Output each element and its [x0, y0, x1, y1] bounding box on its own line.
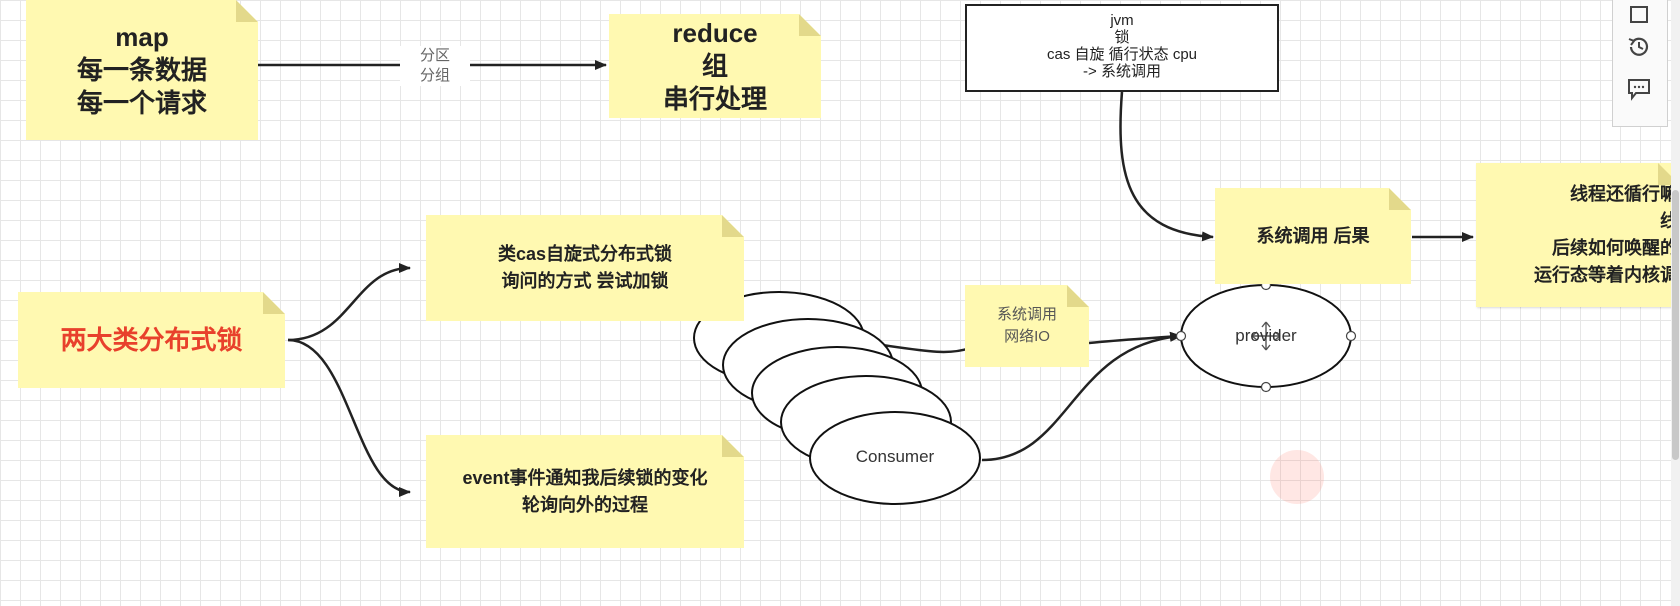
edge-consumer-provider [981, 331, 1182, 462]
edge-two-cas [287, 263, 411, 342]
note-event-line2: 轮询向外的过程 [522, 494, 648, 515]
note-cas-style[interactable]: 类cas自旋式分布式锁 询问的方式 尝试加锁 [426, 215, 744, 321]
selection-handle-bottom [1260, 381, 1272, 393]
edge-label-partition: 分区 分组 [400, 46, 470, 86]
consumer-label: Consumer [855, 447, 935, 466]
edge-consumer-stack-provider [881, 343, 971, 354]
note-map-line1: map [115, 21, 169, 52]
scrollbar-thumb[interactable] [1672, 190, 1679, 460]
note-reduce-line1: reduce [672, 17, 758, 48]
note-syscall-io-line1: 系统调用 [996, 306, 1057, 323]
note-syscall-io-line2: 网络IO [1004, 328, 1050, 345]
note-reduce[interactable]: reduce 组 串行处理 [609, 14, 821, 118]
edge-label-line1: 分区 [419, 47, 450, 64]
jvm-line2: 锁 [1114, 29, 1130, 46]
note-cas-line1: 类cas自旋式分布式锁 [497, 244, 673, 264]
note-reduce-line2: 组 [701, 50, 728, 81]
note-cas-line2: 询问的方式 尝试加锁 [501, 271, 669, 291]
edge-jvm-syscall [1119, 91, 1214, 242]
note-reduce-line3: 串行处理 [662, 83, 767, 114]
note-thread-line3: 后续如何唤醒的 [1552, 238, 1678, 258]
note-syscall-result[interactable]: 系统调用 后果 [1215, 188, 1411, 284]
right-toolbar [1612, 0, 1668, 127]
consumer-ellipse-5 [809, 411, 981, 505]
note-map-line2: 每一条数据 [76, 54, 207, 85]
history-icon[interactable] [1623, 31, 1655, 63]
note-event-line1: event事件通知我后续锁的变化 [462, 467, 708, 488]
note-map[interactable]: map 每一条数据 每一个请求 [26, 0, 258, 140]
jvm-box-text: jvm 锁 cas 自旋 循行状态 cpu -> 系统调用 [967, 12, 1277, 80]
jvm-line3: cas 自旋 循行状态 cpu [1046, 46, 1198, 63]
jvm-box[interactable]: jvm 锁 cas 自旋 循行状态 cpu -> 系统调用 [965, 4, 1279, 92]
note-syscall-result-text: 系统调用 后果 [1256, 225, 1370, 246]
note-thread[interactable]: 线程还循行嘛 线 后续如何唤醒的 运行态等着内核调 [1476, 163, 1680, 307]
cursor-highlight [1270, 450, 1324, 504]
note-two-types-text: 两大类分布式锁 [60, 324, 243, 355]
note-two-types[interactable]: 两大类分布式锁 [18, 292, 285, 388]
comment-icon[interactable] [1623, 73, 1655, 105]
jvm-line1: jvm [1110, 12, 1134, 29]
edge-two-event [287, 338, 411, 497]
note-thread-line1: 线程还循行嘛 [1570, 184, 1678, 204]
note-syscall-io[interactable]: 系统调用 网络IO [965, 285, 1089, 367]
jvm-line4: -> 系统调用 [1083, 63, 1161, 80]
selection-handle-left [1175, 330, 1187, 342]
note-thread-line4: 运行态等着内核调 [1534, 265, 1678, 285]
provider-label: provider [1235, 326, 1297, 345]
edge-label-line2: 分组 [419, 67, 450, 84]
selection-handle-right [1345, 330, 1357, 342]
note-map-line3: 每一个请求 [76, 87, 207, 118]
square-icon[interactable] [1623, 0, 1655, 32]
note-event-style[interactable]: event事件通知我后续锁的变化 轮询向外的过程 [426, 435, 744, 548]
move-cursor-icon [1251, 321, 1281, 351]
vertical-scrollbar[interactable] [1671, 0, 1680, 606]
